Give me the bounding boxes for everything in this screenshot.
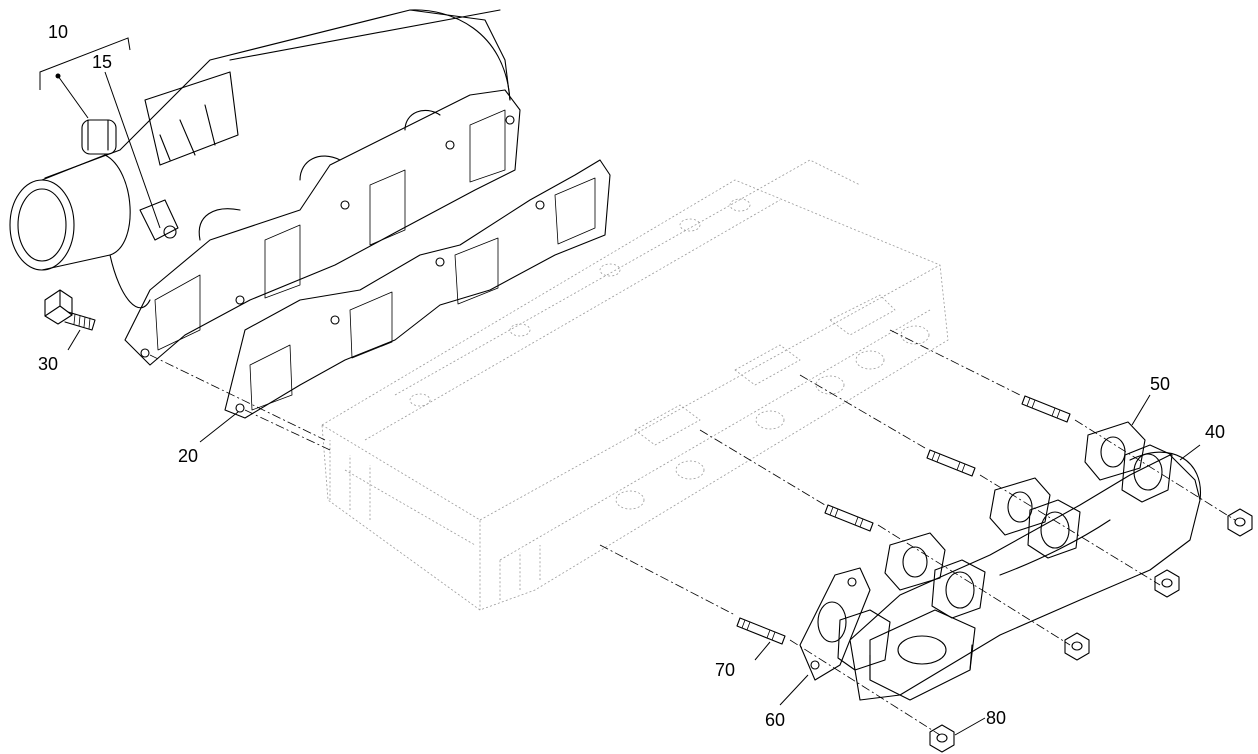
- nuts: [929, 508, 1253, 753]
- callout-15: 15: [92, 52, 112, 72]
- callout-40: 40: [1205, 422, 1225, 442]
- callout-20: 20: [178, 446, 198, 466]
- callout-80: 80: [986, 708, 1006, 728]
- callout-10: 10: [48, 22, 68, 42]
- bolt: [44, 289, 96, 331]
- callout-30: 30: [38, 354, 58, 374]
- assembly-center-lines: [149, 329, 1236, 736]
- outlet-gasket: [799, 567, 871, 681]
- exhaust-manifold: [837, 444, 1201, 701]
- leader-lines: [39, 37, 1201, 736]
- studs: [736, 395, 1071, 645]
- intake-manifold: [9, 9, 521, 366]
- intake-gasket: [224, 159, 611, 419]
- callout-60: 60: [765, 710, 785, 730]
- cylinder-head-outline: [321, 159, 949, 611]
- callout-50: 50: [1150, 374, 1170, 394]
- exhaust-port-gaskets: [884, 421, 1146, 591]
- callout-70: 70: [715, 660, 735, 680]
- callout-labels: 10 15 20 30 40 50 60 70 80: [38, 22, 1225, 730]
